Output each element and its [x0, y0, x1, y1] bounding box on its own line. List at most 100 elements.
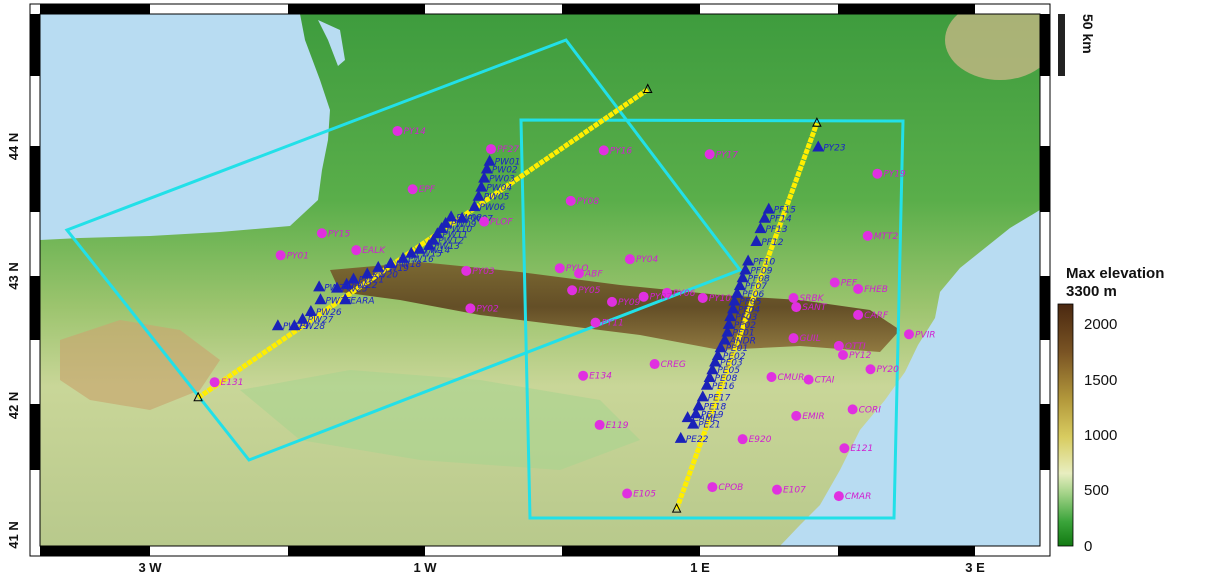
magenta-station-label: PY11: [602, 319, 624, 329]
blue-station-label: PF06: [742, 290, 764, 300]
magenta-station-label: E121: [850, 444, 873, 454]
blue-station-label: PW01: [495, 158, 521, 168]
blue-station-label: PW04: [486, 184, 512, 194]
blue-station-label: PW13: [434, 242, 460, 252]
magenta-station-marker: [649, 359, 660, 370]
magenta-station-marker: [407, 184, 418, 195]
magenta-station-marker: [788, 293, 799, 304]
blue-station-label: PF12: [761, 238, 783, 248]
legend-colorbar: [1057, 303, 1074, 547]
magenta-station-marker: [465, 303, 476, 314]
magenta-station-marker: [567, 285, 578, 296]
magenta-station-label: GUIL: [800, 334, 821, 344]
blue-station-marker: [361, 267, 374, 279]
scale-bar-label: 50 km: [1080, 14, 1096, 54]
blue-station-label: PW22: [352, 281, 378, 291]
magenta-station-label: PY08: [577, 197, 600, 207]
blue-station-label: PE17: [708, 393, 731, 403]
profile-box-east: [519, 118, 905, 520]
magenta-station-marker: [275, 250, 286, 261]
magenta-station-marker: [622, 488, 633, 499]
blue-station-marker: [724, 310, 737, 322]
magenta-station-marker: [697, 293, 708, 304]
blue-station-label: PW15: [416, 250, 442, 260]
blue-station-label: PW27: [308, 316, 334, 326]
magenta-station-label: CREG: [661, 360, 686, 370]
profile-box-west: [64, 38, 743, 462]
magenta-station-label: CMAR: [845, 492, 871, 502]
longitude-label: 1 W: [413, 560, 437, 575]
profile-lines: [193, 83, 822, 513]
blue-station-label: PY23: [823, 144, 846, 154]
blue-station-label: PE22: [686, 435, 709, 445]
latitude-label: 41 N: [6, 521, 21, 548]
blue-station-label: PW23: [342, 285, 368, 295]
magenta-station-marker: [791, 410, 802, 421]
blue-station-label: PW19: [383, 264, 409, 274]
blue-station-marker: [384, 257, 397, 269]
magenta-station-label: E119: [606, 421, 629, 431]
blue-station-marker: [475, 180, 488, 192]
map-frame: [29, 3, 1051, 557]
magenta-station-marker: [839, 443, 850, 454]
blue-station-label: PF09: [750, 267, 772, 277]
blue-station-label: PE21: [698, 421, 721, 431]
blue-station-label: PF14: [770, 215, 792, 225]
blue-station-marker: [456, 211, 469, 223]
blue-station-marker: [480, 162, 493, 174]
blue-station-marker: [431, 227, 444, 239]
magenta-station-label: PY09: [618, 298, 641, 308]
blue-station-label: PF15: [774, 206, 796, 216]
magenta-station-marker: [872, 168, 883, 179]
blue-station-label: PW29: [283, 322, 309, 332]
latitude-labels: 41 N42 N43 N44 N: [6, 133, 21, 549]
magenta-station-marker: [838, 349, 848, 360]
blue-station-marker: [696, 390, 709, 402]
pyrenees: [330, 262, 900, 352]
magenta-station-marker: [791, 302, 802, 313]
magenta-station-label: CORI: [859, 405, 882, 415]
blue-station-label: PW26: [316, 308, 342, 318]
magenta-station-label: PEF: [841, 278, 858, 288]
blue-station-label: ANDR: [729, 336, 756, 346]
blue-station-label: PF02: [734, 321, 756, 331]
magenta-station-marker: [853, 283, 864, 294]
magenta-station-marker: [847, 404, 858, 415]
magenta-station-marker: [803, 374, 814, 385]
blue-station-label: CAME: [693, 414, 719, 424]
magenta-station-label: PVIR: [915, 330, 936, 340]
longitude-label: 1 E: [690, 560, 710, 575]
blue-station-label: PF10: [753, 257, 775, 267]
massif-central: [945, 14, 1040, 80]
blue-station-marker: [687, 417, 700, 429]
magenta-station-marker: [707, 482, 718, 493]
blue-station-label: PF08: [748, 274, 770, 284]
blue-station-marker: [423, 238, 436, 250]
magenta-station-marker: [209, 377, 220, 388]
magenta-station-marker: [554, 263, 565, 274]
legend-tick-label: 0: [1084, 538, 1092, 555]
profile-endpoint-marker: [193, 391, 203, 402]
profile-endpoint-marker: [642, 83, 653, 94]
magenta-station-marker: [862, 230, 873, 241]
blue-station-label: PW16: [408, 255, 434, 265]
magenta-station-marker: [737, 434, 748, 445]
magenta-station-marker: [788, 333, 799, 344]
magenta-station-marker: [594, 419, 605, 430]
blue-station-marker: [689, 407, 702, 419]
magenta-station-label: SANT: [802, 303, 828, 313]
blue-station-label: PE16: [712, 382, 735, 392]
blue-station-label: PW10: [447, 225, 473, 235]
magenta-station-label: PY15: [328, 229, 351, 239]
blue-station-marker: [472, 189, 485, 201]
blue-station-label: PE18: [704, 403, 727, 413]
blue-station-marker: [445, 210, 458, 222]
longitude-label: 3 E: [965, 560, 985, 575]
blue-station-label: PW20: [372, 270, 398, 280]
blue-station-marker: [468, 200, 481, 212]
magenta-station-marker: [479, 216, 490, 227]
blue-station-marker: [478, 171, 491, 183]
